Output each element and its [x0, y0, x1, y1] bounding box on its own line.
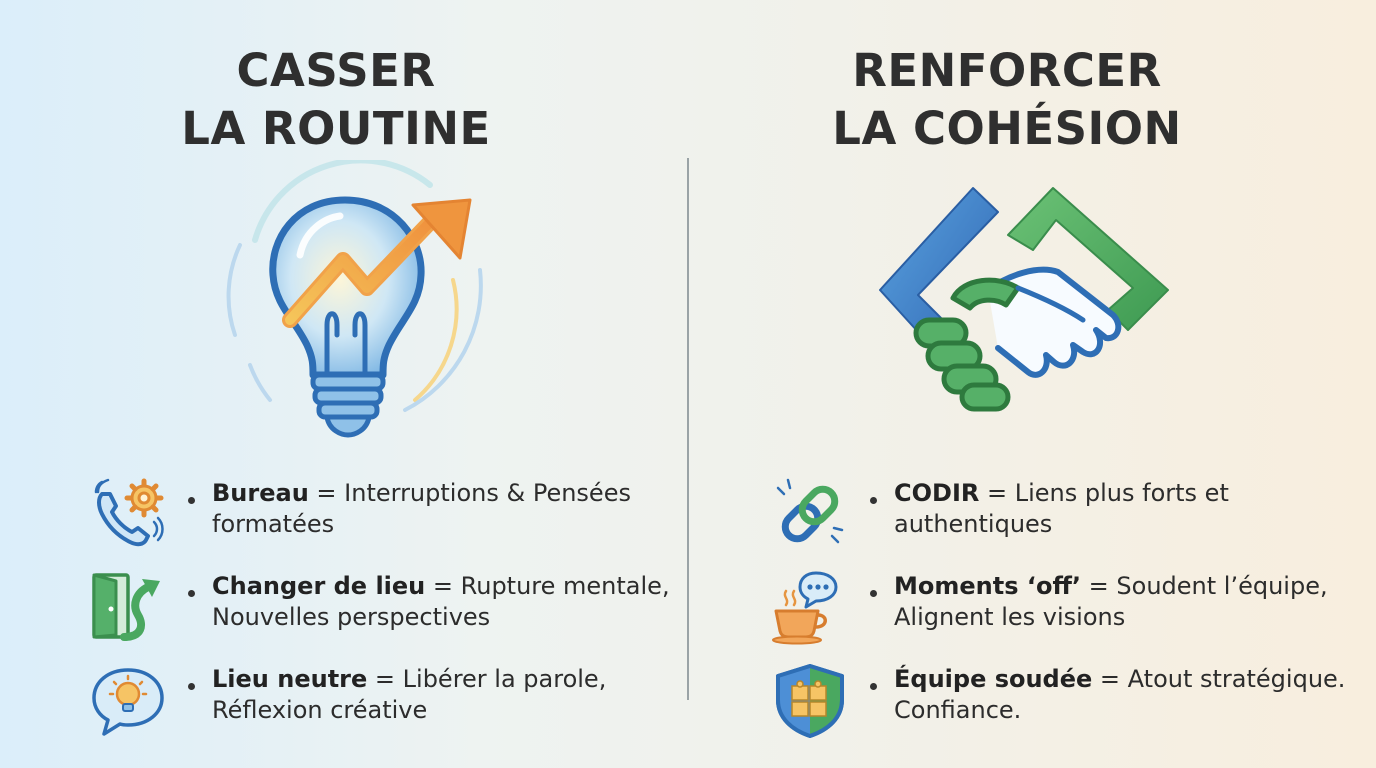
item-text: Bureau = Interruptions & Pensées formaté… [212, 478, 672, 540]
list-item: Lieu neutre = Libérer la parole, Réflexi… [90, 665, 650, 752]
right-heading-line1: RENFORCER [852, 44, 1162, 97]
bullet [870, 590, 877, 597]
right-column: RENFORCER LA COHÉSION [688, 0, 1376, 768]
phone-gear-icon [94, 478, 164, 547]
item-separator: = [308, 479, 345, 507]
item-term: Équipe soudée [894, 665, 1093, 693]
item-text: Équipe soudée = Atout stratégique. Confi… [894, 664, 1354, 726]
item-separator: = [1081, 572, 1117, 600]
left-heading-line2: LA ROUTINE [181, 102, 491, 155]
item-desc: Libérer la parole, Réflexion créative [212, 665, 607, 724]
bullet [188, 590, 195, 597]
item-term: Bureau [212, 479, 309, 507]
list-item: Équipe soudée = Atout stratégique. Confi… [772, 664, 1345, 752]
item-term: Moments ‘off’ [894, 572, 1082, 600]
chain-link-icon [776, 478, 844, 544]
item-separator: = [367, 665, 403, 693]
list-item: CODIR = Liens plus forts et authentiques [772, 478, 1332, 566]
lightbulb-rising-arrow-icon [226, 160, 483, 438]
left-heading-line1: CASSER [236, 44, 436, 97]
item-separator: = [979, 479, 1015, 507]
item-desc: Soudent l’équipe, Alignent les visions [894, 572, 1328, 631]
list-item: Bureau = Interruptions & Pensées formaté… [90, 478, 650, 566]
item-text: Moments ‘off’ = Soudent l’équipe, Aligne… [894, 571, 1354, 633]
item-desc: Rupture mentale, Nouvelles perspectives [212, 572, 670, 631]
left-heading: CASSER LA ROUTINE [0, 42, 680, 158]
bullet [870, 497, 877, 504]
shield-puzzle-icon [776, 664, 844, 738]
item-desc: Liens plus forts et authentiques [894, 479, 1229, 538]
right-heading: RENFORCER LA COHÉSION [663, 42, 1351, 158]
item-separator: = [1092, 665, 1128, 693]
left-column: CASSER LA ROUTINE [0, 42, 680, 752]
item-term: CODIR [894, 479, 980, 507]
item-term: Changer de lieu [212, 572, 426, 600]
item-text: Lieu neutre = Libérer la parole, Réflexi… [212, 664, 672, 726]
list-item: Changer de lieu = Rupture mentale, Nouve… [90, 572, 670, 659]
handshake-icon [879, 187, 1169, 412]
coffee-cup-chat-icon [772, 571, 838, 645]
item-separator: = [425, 572, 461, 600]
item-text: Changer de lieu = Rupture mentale, Nouve… [212, 571, 672, 633]
right-heading-line2: LA COHÉSION [832, 102, 1182, 155]
column-divider [687, 158, 689, 700]
speech-bubble-lightbulb-icon [92, 668, 164, 736]
item-desc: Atout stratégique. Confiance. [894, 665, 1346, 724]
bullet [870, 683, 877, 690]
door-path-arrow-icon [92, 573, 160, 641]
item-desc: Interruptions & Pensées formatées [212, 479, 631, 538]
item-text: CODIR = Liens plus forts et authentiques [894, 478, 1354, 540]
item-term: Lieu neutre [212, 665, 368, 693]
bullet [188, 497, 195, 504]
list-item: Moments ‘off’ = Soudent l’équipe, Aligne… [772, 571, 1332, 659]
bullet [188, 683, 195, 690]
